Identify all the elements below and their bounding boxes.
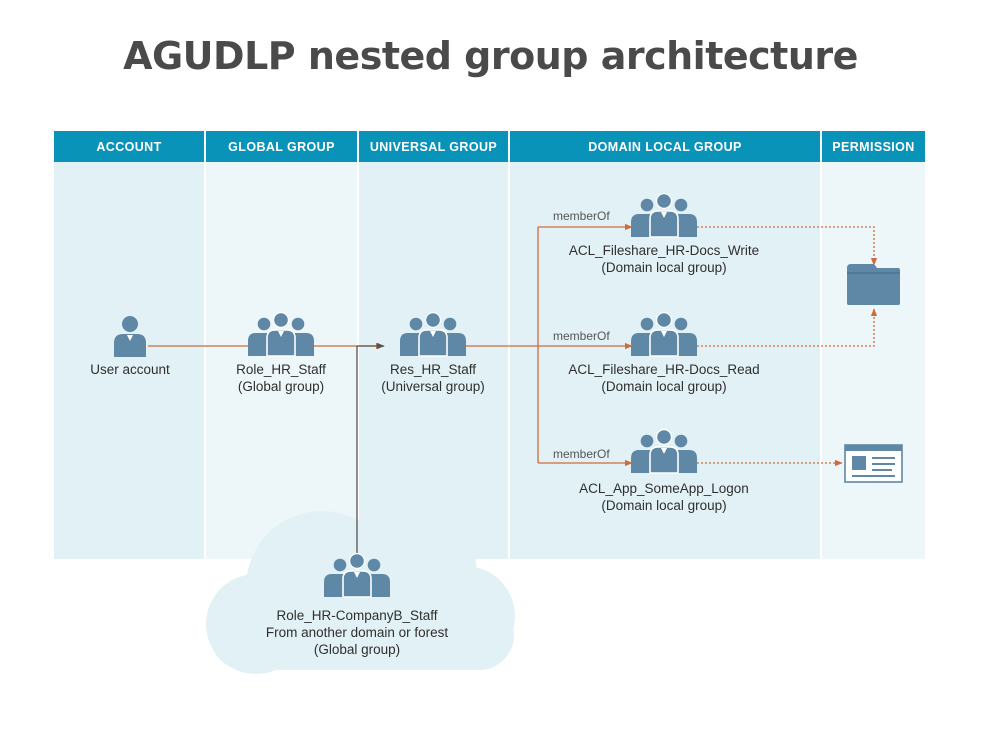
- dl-read-name: ACL_Fileshare_HR-Docs_Read: [568, 362, 760, 377]
- user-account-label: User account: [90, 361, 170, 378]
- dl-app-label: ACL_App_SomeApp_Logon (Domain local grou…: [579, 480, 749, 514]
- edge-label-write: memberOf: [553, 209, 610, 223]
- dl-write-label: ACL_Fileshare_HR-Docs_Write (Domain loca…: [569, 242, 759, 276]
- external-group-type: (Global group): [313, 642, 401, 657]
- dl-write-group-icon: [630, 192, 698, 238]
- column-header-global-group: GLOBAL GROUP: [206, 131, 357, 162]
- edge-label-read: memberOf: [553, 329, 610, 343]
- dl-read-type: (Domain local group): [601, 379, 727, 394]
- universal-group-name: Res_HR_Staff: [389, 362, 477, 377]
- external-domain-cloud: [206, 511, 515, 674]
- edge-label-app: memberOf: [553, 447, 610, 461]
- column-header-permission: PERMISSION: [822, 131, 925, 162]
- universal-group-icon: [399, 311, 467, 357]
- dl-app-group-icon: [630, 428, 698, 474]
- folder-icon: [847, 264, 900, 305]
- column-header-account: ACCOUNT: [54, 131, 204, 162]
- dl-write-name: ACL_Fileshare_HR-Docs_Write: [568, 243, 760, 258]
- global-group-name: Role_HR_Staff: [236, 362, 326, 377]
- diagram-title: AGUDLP nested group architecture: [123, 34, 858, 78]
- connector-read-to-folder: [697, 308, 878, 347]
- user-account-name: User account: [90, 362, 170, 377]
- external-group-label: Role_HR-CompanyB_Staff From another doma…: [266, 607, 448, 658]
- global-group-label: Role_HR_Staff (Global group): [236, 361, 326, 395]
- application-window-icon: [844, 444, 903, 483]
- dl-app-type: (Domain local group): [601, 498, 727, 513]
- external-group-origin: From another domain or forest: [265, 625, 449, 640]
- user-icon: [114, 316, 146, 357]
- global-group-icon: [247, 311, 315, 357]
- universal-group-type: (Universal group): [381, 379, 485, 394]
- dl-read-label: ACL_Fileshare_HR-Docs_Read (Domain local…: [568, 361, 759, 395]
- dl-read-group-icon: [630, 311, 698, 357]
- dl-write-type: (Domain local group): [601, 260, 727, 275]
- column-header-universal-group: UNIVERSAL GROUP: [359, 131, 508, 162]
- column-header-domain-local-group: DOMAIN LOCAL GROUP: [510, 131, 820, 162]
- connector-write-to-folder: [697, 226, 878, 266]
- external-group-name: Role_HR-CompanyB_Staff: [276, 608, 438, 623]
- universal-group-label: Res_HR_Staff (Universal group): [381, 361, 485, 395]
- dl-app-name: ACL_App_SomeApp_Logon: [579, 481, 749, 496]
- global-group-type: (Global group): [237, 379, 325, 394]
